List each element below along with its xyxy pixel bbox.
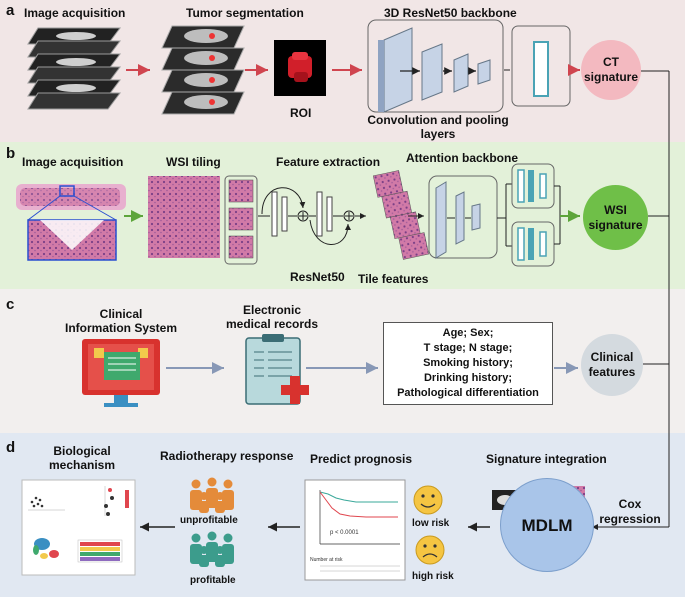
- wsi-signature-line2: signature: [588, 217, 643, 232]
- mdlm-circle: MDLM: [500, 478, 594, 572]
- d-profitable-label: profitable: [190, 575, 236, 586]
- d-cox-line2: regression: [599, 512, 661, 526]
- a-roi-label: ROI: [290, 106, 312, 120]
- wsi-signature-circle: WSI signature: [583, 185, 648, 250]
- clinical-variable: Age; Sex;: [442, 327, 494, 339]
- a-image-acquisition-label: Image acquisition: [24, 6, 126, 20]
- ct-signature-line2: signature: [583, 70, 638, 84]
- panel-c-letter: c: [6, 296, 15, 313]
- d-bio-line2: mechanism: [48, 458, 116, 472]
- a-tumor-segmentation-label: Tumor segmentation: [186, 6, 304, 20]
- b-attention-backbone-label: Attention backbone: [406, 151, 519, 165]
- b-image-acquisition-label: Image acquisition: [22, 155, 124, 169]
- panel-a-letter: a: [6, 2, 15, 19]
- c-cis-label: Clinical Information System: [65, 307, 177, 335]
- panel-b-letter: b: [6, 145, 16, 162]
- d-cox-line1: Cox: [618, 497, 642, 511]
- d-cox-label: Cox regression: [599, 497, 660, 527]
- c-emr-label: Electronic medical records: [226, 303, 318, 331]
- d-radiotherapy-label: Radiotherapy response: [160, 449, 294, 463]
- clinical-variable: Pathological differentiation: [397, 387, 539, 399]
- clinical-features-circle: Clinical features: [581, 334, 643, 396]
- d-low-risk-label: low risk: [412, 518, 450, 529]
- d-predict-label: Predict prognosis: [310, 452, 413, 466]
- d-bio-label: Biological mechanism: [49, 444, 115, 472]
- b-resnet-label: ResNet50: [290, 270, 345, 284]
- km-pvalue: p < 0.0001: [330, 530, 359, 536]
- clinical-variable: T stage; N stage;: [423, 342, 513, 354]
- d-bio-line1: Biological: [53, 444, 111, 458]
- c-emr-line2: medical records: [225, 317, 319, 331]
- d-high-risk-label: high risk: [412, 571, 454, 582]
- clinical-features-line1: Clinical: [590, 350, 634, 364]
- a-conv-line1: Convolution and pooling: [367, 113, 509, 127]
- b-wsi-tiling-label: WSI tiling: [166, 155, 221, 169]
- clinical-variable: Smoking history;: [423, 357, 513, 369]
- d-unprofitable-label: unprofitable: [180, 515, 238, 526]
- c-cis-line1: Clinical: [99, 307, 143, 321]
- ct-signature-circle: CT signature: [581, 40, 641, 100]
- c-cis-line2: Information System: [64, 321, 178, 335]
- d-integration-label: Signature integration: [486, 452, 607, 466]
- ct-signature-line1: CT: [602, 55, 619, 69]
- clinical-variable: Drinking history;: [423, 372, 512, 384]
- a-conv-line2: layers: [420, 127, 456, 141]
- panel-d-letter: d: [6, 439, 16, 456]
- a-conv-label: Convolution and pooling layers: [367, 113, 508, 141]
- clinical-variables-box: Age; Sex; T stage; N stage; Smoking hist…: [383, 322, 553, 405]
- b-tile-features-label: Tile features: [358, 272, 429, 286]
- b-feature-extraction-label: Feature extraction: [276, 155, 381, 169]
- clinical-features-line2: features: [588, 365, 636, 379]
- a-backbone-label: 3D ResNet50 backbone: [384, 6, 517, 20]
- km-number-at-risk: Number at risk: [310, 557, 343, 563]
- mdlm-label: MDLM: [521, 515, 573, 535]
- c-emr-line1: Electronic: [242, 303, 302, 317]
- wsi-signature-line1: WSI: [604, 202, 627, 217]
